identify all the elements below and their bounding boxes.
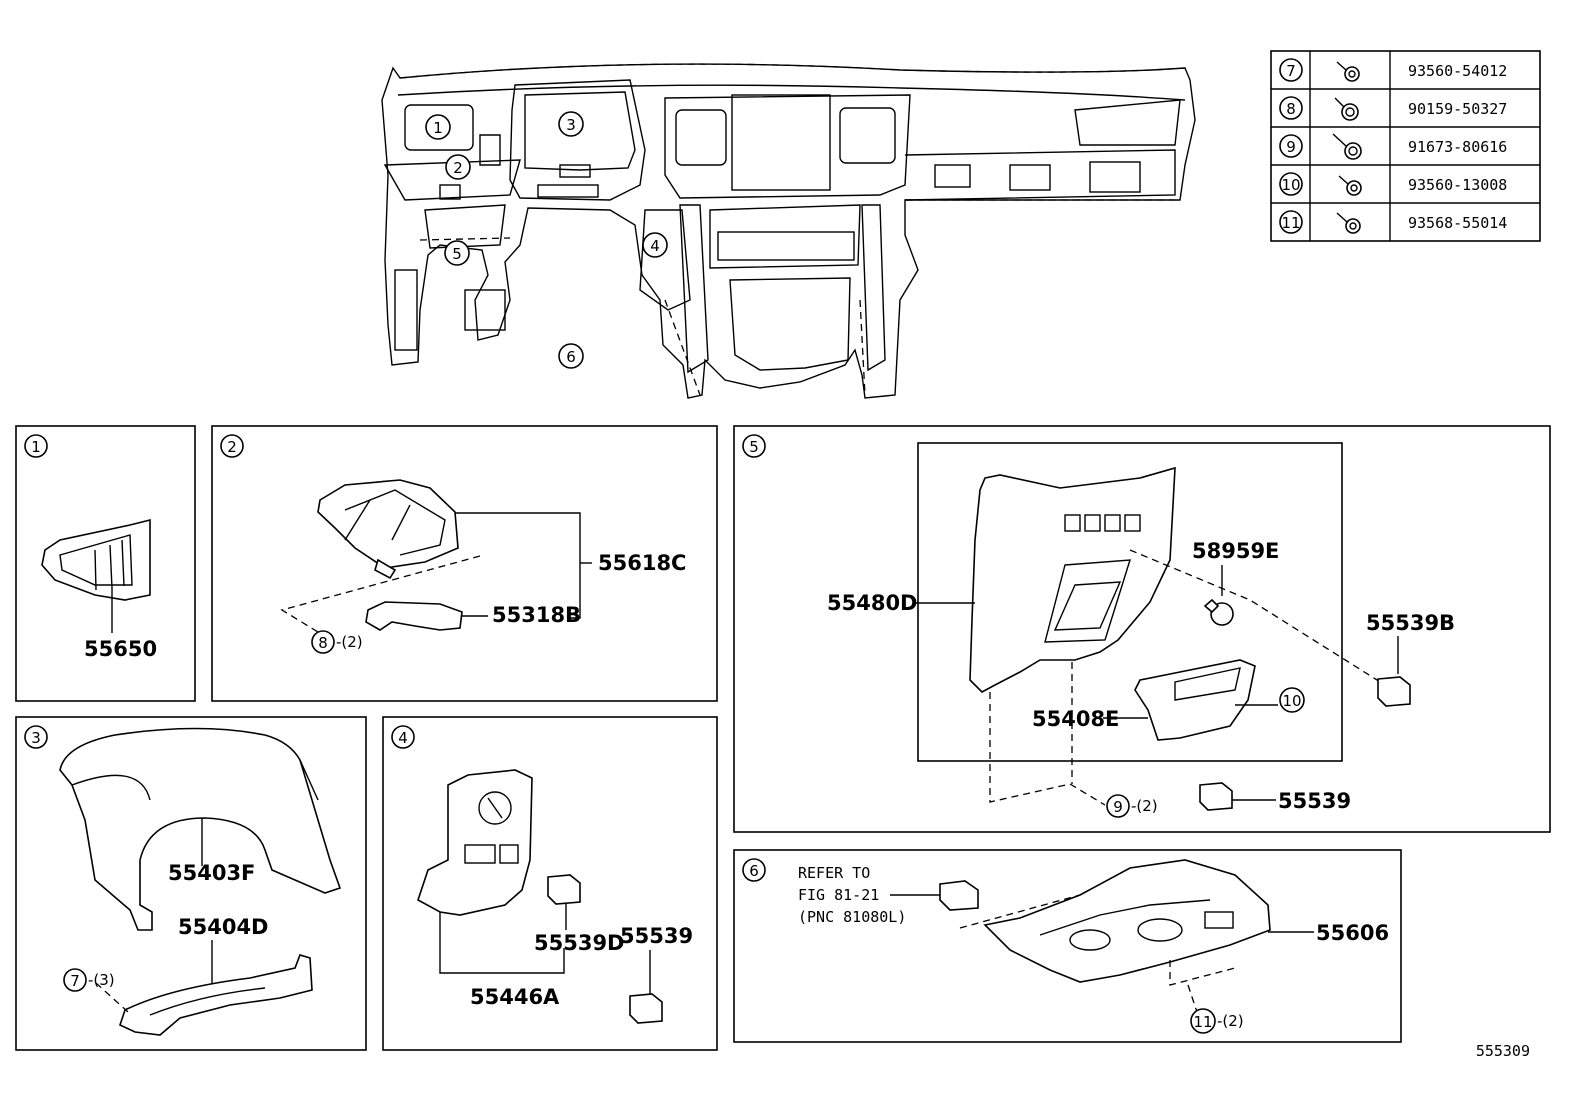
panel-ref: 1 [31, 438, 41, 456]
panel-6: 6 REFER TO FIG 81-21 (PNC 81080L) 55606 … [733, 849, 1402, 1043]
pocket-part [1134, 659, 1256, 741]
trim-strip-part [365, 601, 463, 631]
bolt-icon [1332, 133, 1362, 160]
side-vent-part [41, 518, 151, 601]
part-label: 55650 [84, 637, 157, 661]
part-label: 55403F [168, 861, 255, 885]
bolt-icon [1334, 97, 1359, 121]
bolt-icon [1336, 61, 1360, 82]
part-number: 90159-50327 [1408, 100, 1507, 118]
callout-6: 6 [566, 348, 576, 366]
part-label: 55318B [492, 603, 581, 627]
panel-ref: 6 [749, 862, 759, 880]
connector-part [939, 880, 979, 911]
part-label: 55618C [598, 551, 686, 575]
part-number: 91673-80616 [1408, 138, 1507, 156]
callout-1: 1 [433, 119, 443, 137]
fastener-callout: 7 [70, 972, 80, 990]
fastener-ref: 10 [1281, 176, 1300, 194]
table-row: 10 93560-13008 [1279, 172, 1507, 196]
small-switch-part [1377, 676, 1411, 707]
reference-note-line-3: (PNC 81080L) [798, 908, 906, 926]
figure-id: 555309 [1476, 1042, 1530, 1060]
lower-panel-part [969, 466, 1176, 693]
small-switch-part [629, 993, 663, 1024]
part-label: 55539 [1278, 789, 1351, 813]
table-row: 11 93568-55014 [1279, 210, 1507, 234]
instrument-hood-part [59, 727, 342, 931]
callout-2: 2 [453, 159, 463, 177]
fastener-qty: -(2) [1131, 797, 1158, 815]
fastener-ref: 11 [1281, 214, 1300, 232]
panel-ref: 3 [31, 729, 41, 747]
panel-1: 1 55650 [15, 425, 196, 702]
part-label: 55408E [1032, 707, 1119, 731]
overview-callouts: 1 2 3 4 5 6 [425, 111, 668, 369]
part-label: 55539B [1366, 611, 1455, 635]
panel-ref: 5 [749, 438, 759, 456]
lower-trim-part [119, 954, 313, 1036]
fastener-callout: 9 [1113, 798, 1123, 816]
part-number: 93560-54012 [1408, 62, 1507, 80]
fastener-ref: 7 [1286, 62, 1296, 80]
part-label: 55606 [1316, 921, 1389, 945]
part-label: 58959E [1192, 539, 1279, 563]
panel-ref: 4 [398, 729, 408, 747]
table-row: 7 93560-54012 [1279, 58, 1507, 82]
switch-panel-part [417, 769, 533, 916]
part-label: 55539 [620, 924, 693, 948]
small-switch-part [547, 874, 581, 905]
fastener-ref: 9 [1286, 138, 1296, 156]
panel-ref: 2 [227, 438, 237, 456]
fastener-table: 7 93560-54012 8 90159-50327 9 91673-8061… [1270, 50, 1541, 242]
part-label: 55404D [178, 915, 269, 939]
fastener-qty: -(3) [88, 971, 115, 989]
panel-5: 5 55480D 58959E 55539B 55408E [733, 425, 1551, 833]
fastener-callout: 8 [318, 634, 328, 652]
dashboard-overview: 1 2 3 4 5 6 [381, 63, 1196, 399]
reference-note-line-1: REFER TO [798, 864, 870, 882]
reference-note-line-2: FIG 81-21 [798, 886, 879, 904]
fastener-callout: 11 [1193, 1013, 1212, 1031]
fastener-ref: 8 [1286, 100, 1296, 118]
under-cover-part [983, 859, 1271, 983]
callout-3: 3 [566, 116, 576, 134]
vent-housing-part [317, 479, 459, 580]
part-number: 93560-13008 [1408, 176, 1507, 194]
part-label: 55539D [534, 931, 625, 955]
part-label: 55480D [827, 591, 918, 615]
table-row: 8 90159-50327 [1279, 96, 1507, 121]
callout-5: 5 [452, 245, 462, 263]
panel-4: 4 55539D 55539 55446A [382, 716, 718, 1051]
part-number: 93568-55014 [1408, 214, 1507, 232]
fastener-qty: -(2) [336, 633, 363, 651]
small-switch-part [1199, 782, 1233, 811]
panel-2: 2 55618C 55318B 8 -(2) [211, 425, 718, 702]
part-label: 55446A [470, 985, 560, 1009]
table-row: 9 91673-80616 [1279, 133, 1507, 160]
bolt-icon [1336, 212, 1361, 234]
bulb-part [1203, 598, 1234, 626]
bolt-icon [1338, 175, 1362, 196]
panel-3: 3 55403F 55404D 7 -(3) [15, 716, 367, 1051]
callout-4: 4 [650, 237, 660, 255]
fastener-qty: -(2) [1217, 1012, 1244, 1030]
fastener-callout: 10 [1282, 692, 1301, 710]
